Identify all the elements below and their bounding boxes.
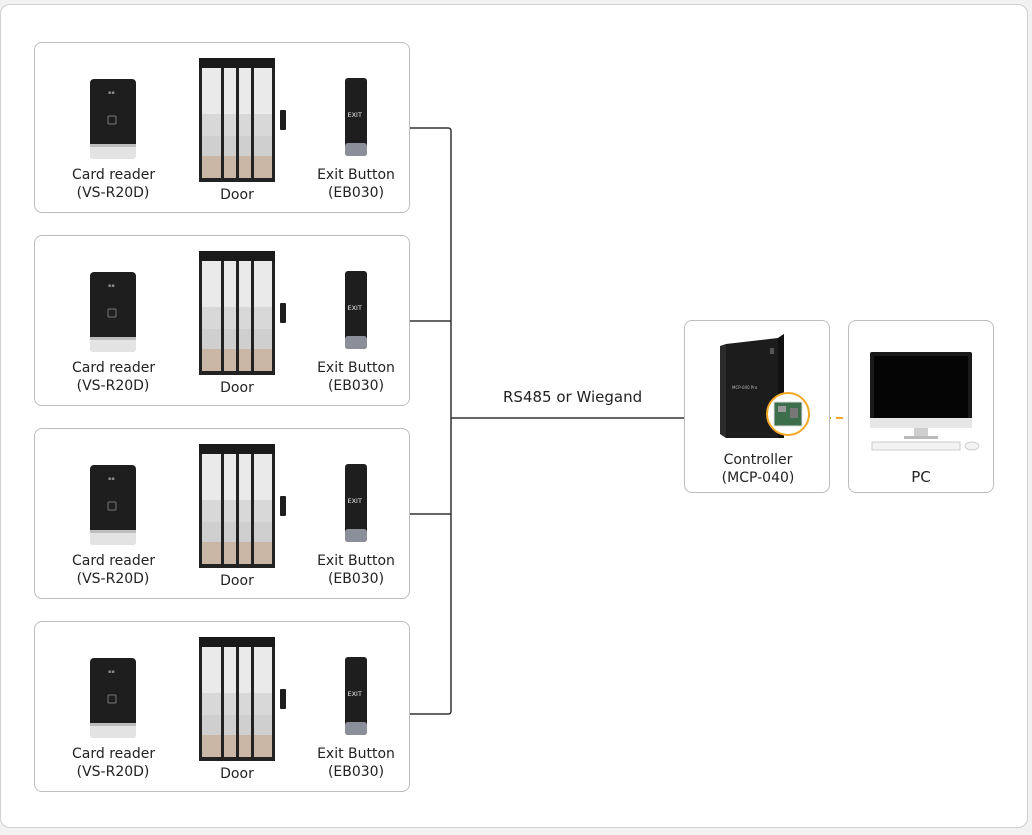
exit-button-text: EXIT (348, 497, 362, 505)
door-device (199, 58, 286, 182)
bus-label: RS485 or Wiegand (503, 388, 643, 406)
exit-button-model: (EB030) (327, 571, 385, 587)
card-reader-model: (VS-R20D) (76, 764, 150, 780)
svg-text:▪▪: ▪▪ (108, 476, 115, 482)
exit-button-name: Exit Button (317, 360, 395, 376)
card-reader-name: Card reader (72, 746, 156, 762)
door-device (199, 444, 286, 568)
exit-button-label: Exit Button (EB030) (314, 166, 398, 202)
door-label: Door (220, 187, 254, 203)
wire-door-1 (410, 127, 452, 715)
card-reader-label: Card reader (VS-R20D) (72, 552, 156, 588)
exit-button-model: (EB030) (327, 764, 385, 780)
card-reader-device: ▪▪ (90, 658, 136, 738)
card-reader-label: Card reader (VS-R20D) (72, 745, 156, 781)
exit-button-label: Exit Button (EB030) (314, 359, 398, 395)
exit-button-name: Exit Button (317, 746, 395, 762)
door-label: Door (220, 380, 254, 396)
exit-button-device: EXIT (345, 78, 367, 156)
controller-model: (MCP-040) (721, 470, 795, 486)
svg-text:▪▪: ▪▪ (108, 669, 115, 675)
door-label: Door (220, 766, 254, 782)
door-label: Door (220, 573, 254, 589)
door-device (199, 251, 286, 375)
svg-text:▪▪: ▪▪ (108, 90, 115, 96)
card-reader-device: ▪▪ (90, 272, 136, 352)
exit-button-label: Exit Button (EB030) (314, 745, 398, 781)
pc-label: PC (911, 468, 931, 486)
card-reader-name: Card reader (72, 167, 156, 183)
exit-button-text: EXIT (348, 304, 362, 312)
card-reader-model: (VS-R20D) (76, 378, 150, 394)
exit-button-device: EXIT (345, 271, 367, 349)
exit-button-device: EXIT (345, 657, 367, 735)
card-reader-name: Card reader (72, 553, 156, 569)
card-reader-model: (VS-R20D) (76, 571, 150, 587)
exit-button-text: EXIT (348, 690, 362, 698)
exit-button-name: Exit Button (317, 167, 395, 183)
door-device (199, 637, 286, 761)
exit-button-text: EXIT (348, 111, 362, 119)
card-reader-device: ▪▪ (90, 79, 136, 159)
controller-name: Controller (723, 452, 793, 468)
card-reader-label: Card reader (VS-R20D) (72, 166, 156, 202)
pc-icon (870, 352, 980, 451)
exit-button-label: Exit Button (EB030) (314, 552, 398, 588)
exit-button-model: (EB030) (327, 378, 385, 394)
controller-label: Controller (MCP-040) (714, 451, 802, 487)
controller-device: MCP-040 Pro (720, 334, 810, 438)
card-reader-label: Card reader (VS-R20D) (72, 359, 156, 395)
exit-button-device: EXIT (345, 464, 367, 542)
exit-button-name: Exit Button (317, 553, 395, 569)
card-reader-name: Card reader (72, 360, 156, 376)
exit-button-model: (EB030) (327, 185, 385, 201)
controller-device-text: MCP-040 Pro (732, 385, 758, 390)
card-reader-device: ▪▪ (90, 465, 136, 545)
card-reader-model: (VS-R20D) (76, 185, 150, 201)
svg-text:▪▪: ▪▪ (108, 283, 115, 289)
